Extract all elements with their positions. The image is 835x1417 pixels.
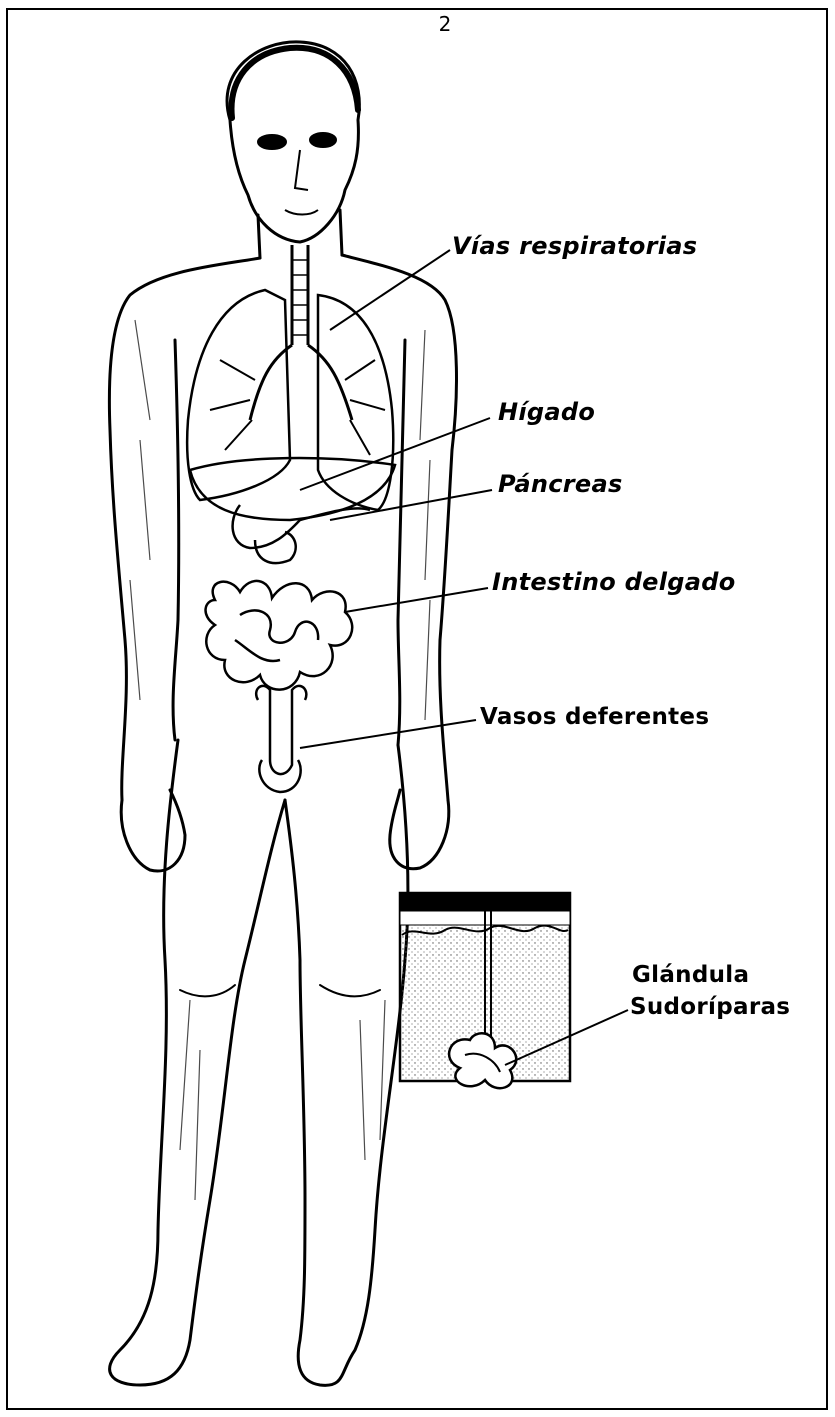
label-sudoriparas: Sudoríparas <box>630 994 790 1020</box>
label-higado: Hígado <box>498 398 595 426</box>
label-vasos-deferentes: Vasos deferentes <box>480 704 709 730</box>
vas-deferens <box>256 686 306 792</box>
skin-inset <box>400 893 570 1088</box>
pancreas <box>233 505 370 563</box>
leader-vias-respiratorias <box>330 250 450 330</box>
body-outline <box>109 42 456 1385</box>
lungs <box>187 245 393 510</box>
label-vias-respiratorias: Vías respiratorias <box>452 232 697 260</box>
leader-higado <box>300 418 490 490</box>
liver <box>190 458 395 520</box>
small-intestine <box>206 581 353 690</box>
label-intestino-delgado: Intestino delgado <box>492 568 736 596</box>
face-features <box>258 133 336 215</box>
label-glandula: Glándula <box>632 962 749 988</box>
leader-intestino-delgado <box>345 588 488 612</box>
label-pancreas: Páncreas <box>498 470 623 498</box>
leader-vasos-deferentes <box>300 720 476 748</box>
